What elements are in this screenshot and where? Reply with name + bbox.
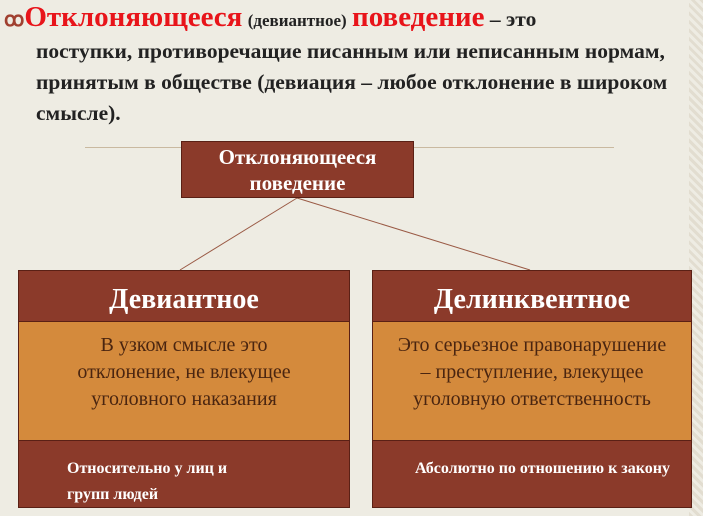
title-rest: – это <box>489 7 537 31</box>
slide-title: ꝏОтклоняющееся (девиантное) поведение – … <box>4 2 694 129</box>
divider <box>414 147 614 148</box>
column-footer: Относительно у лиц и групп людей <box>19 441 349 507</box>
column-deviant: Девиантное В узком смысле это отклонение… <box>18 270 350 508</box>
column-description: В узком смысле это отклонение, не влекущ… <box>19 321 349 441</box>
decorative-stripe <box>689 0 703 516</box>
column-footer: Абсолютно по отношению к закону <box>373 441 691 507</box>
column-description: Это серьезное правонарушение – преступле… <box>373 321 691 441</box>
definition-text: поступки, противоречащие писанным или не… <box>36 39 668 125</box>
column-heading: Девиантное <box>19 271 349 321</box>
column-delinquent: Делинквентное Это серьезное правонарушен… <box>372 270 692 508</box>
divider <box>85 147 181 148</box>
title-paren: (девиантное) <box>247 11 347 30</box>
column-heading: Делинквентное <box>373 271 691 321</box>
title-term-2: поведение <box>352 1 485 33</box>
bullet-icon: ꝏ <box>4 9 25 31</box>
title-term: Отклоняющееся <box>24 1 243 33</box>
root-box: Отклоняющееся поведение <box>181 141 414 198</box>
